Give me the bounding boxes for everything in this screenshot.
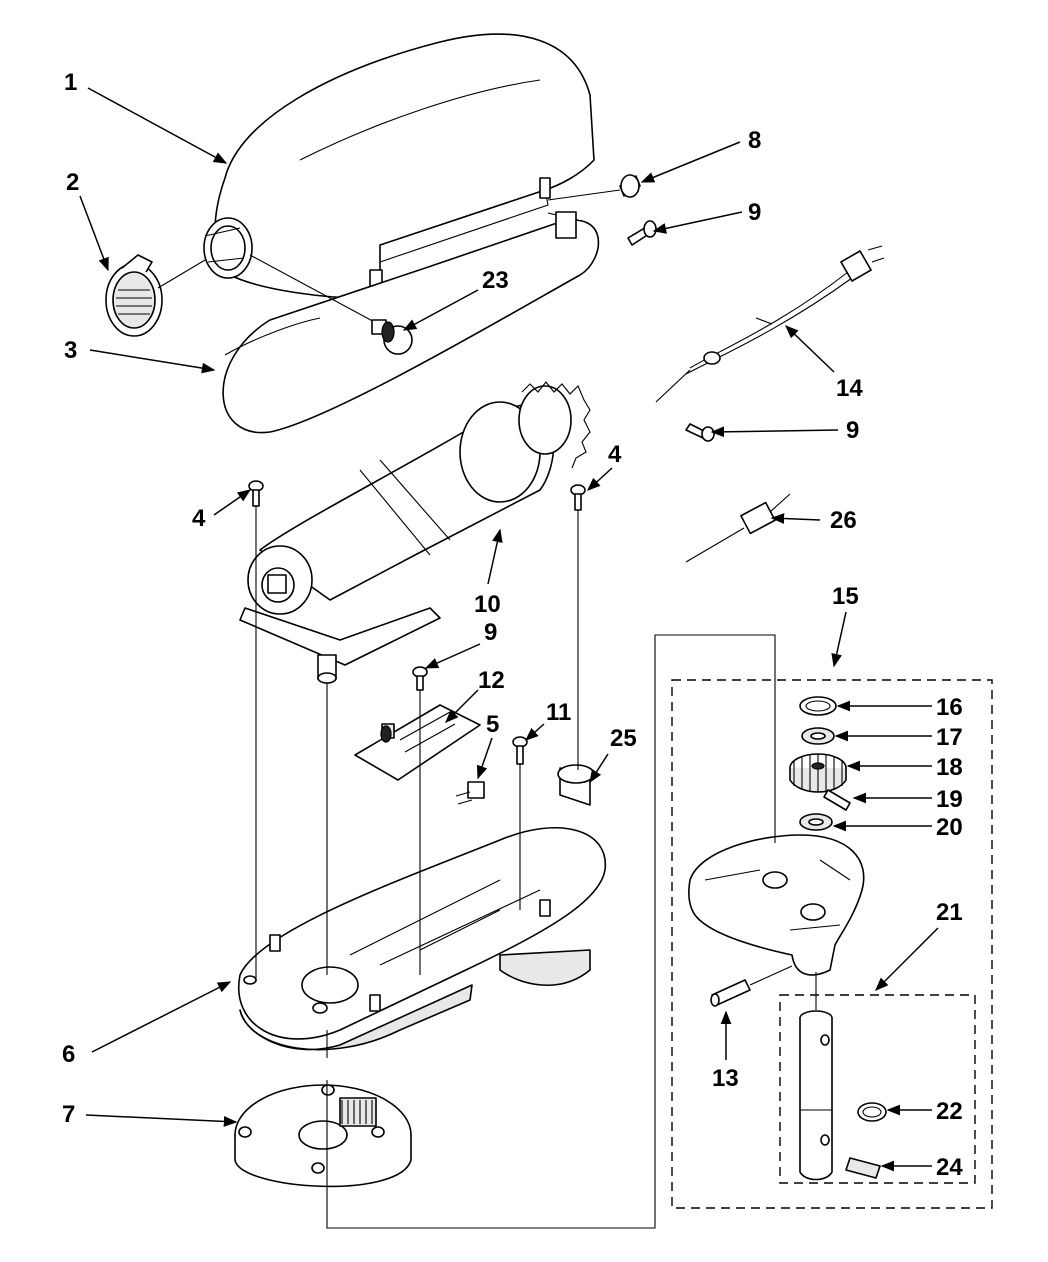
part-14-power-cord (655, 245, 885, 403)
callout-2: 2 (66, 169, 79, 196)
callout-numbers: 1 2 3 4 4 5 6 7 8 9 9 9 10 11 12 13 14 1… (62, 69, 963, 1181)
part-12-control-board (354, 704, 481, 781)
callout-22: 22 (936, 1098, 963, 1125)
callout-6: 6 (62, 1041, 75, 1068)
callout-3: 3 (64, 337, 77, 364)
part-23-thumb-screw (249, 254, 413, 355)
part-10-motor (239, 381, 591, 684)
callout-13: 13 (712, 1065, 739, 1092)
part-9-screw-cord (685, 423, 715, 442)
callout-26: 26 (830, 507, 857, 534)
callout-4-left: 4 (192, 505, 206, 532)
callout-25: 25 (610, 725, 637, 752)
part-15-planetary-group (671, 679, 993, 1209)
part-8-screw (619, 174, 641, 198)
part-21-shaft-group (779, 994, 976, 1184)
callout-9-cord: 9 (846, 417, 859, 444)
connector-lines (255, 189, 817, 1229)
callout-8: 8 (748, 127, 761, 154)
part-4-screw-right (570, 484, 586, 511)
part-11-screw (512, 736, 528, 765)
callout-17: 17 (936, 724, 963, 751)
part-9-screw-mid (412, 666, 428, 691)
callout-11: 11 (546, 699, 571, 726)
part-4-screw-left (248, 480, 264, 507)
callout-9-mid: 9 (484, 619, 497, 646)
part-16-ring (799, 696, 837, 716)
callout-21: 21 (936, 899, 963, 926)
callout-1: 1 (64, 69, 77, 96)
part-26-filter (685, 493, 791, 563)
part-13-pin (710, 979, 751, 1007)
callout-leaders (79, 87, 939, 1172)
callout-5: 5 (486, 711, 499, 738)
part-5-switch (455, 781, 485, 805)
callout-14: 14 (836, 375, 863, 402)
callout-24: 24 (936, 1154, 963, 1181)
part-1-head-housing (203, 33, 595, 300)
callout-9-top: 9 (748, 199, 761, 226)
callout-7: 7 (62, 1101, 75, 1128)
callout-19: 19 (936, 786, 963, 813)
part-2-hub-cover (105, 254, 206, 337)
callout-12: 12 (478, 667, 505, 694)
callout-20: 20 (936, 814, 963, 841)
part-6-base (237, 827, 606, 1051)
callout-18: 18 (936, 754, 963, 781)
part-25-pad (557, 764, 595, 806)
callout-15: 15 (832, 583, 859, 610)
callout-10: 10 (474, 591, 501, 618)
callout-4-right: 4 (608, 441, 622, 468)
callout-23: 23 (482, 267, 509, 294)
part-7-gear-plate (234, 1084, 412, 1188)
callout-16: 16 (936, 694, 963, 721)
